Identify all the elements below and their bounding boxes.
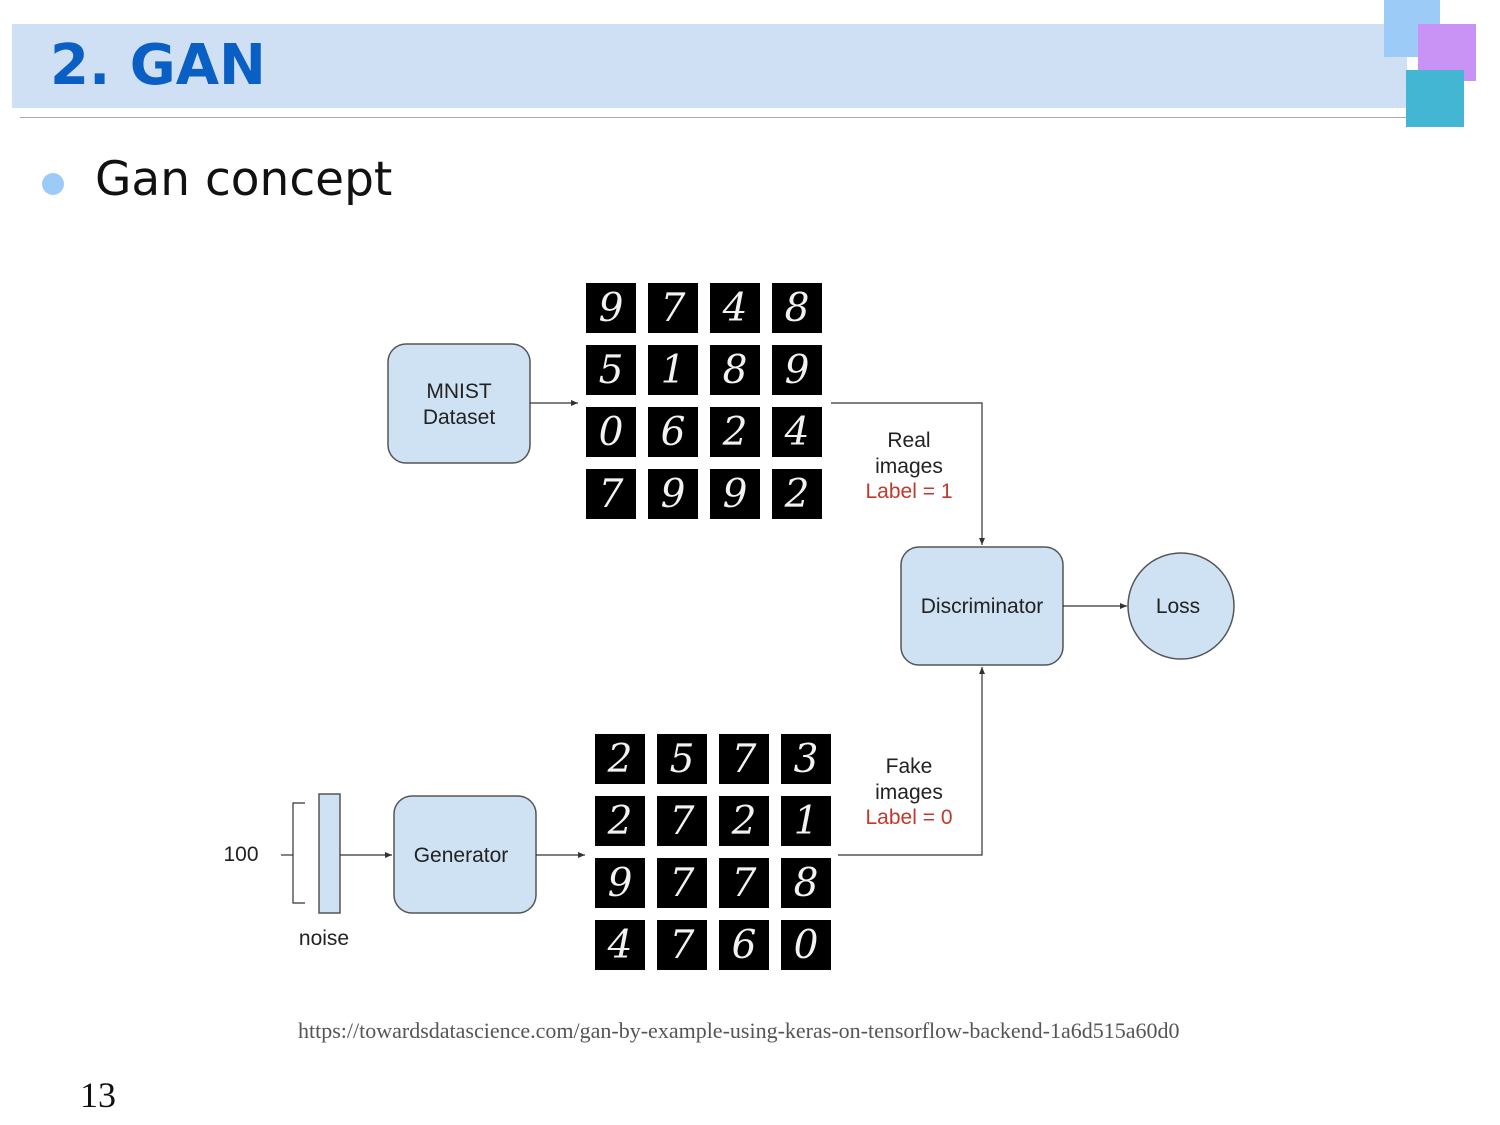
real-tile bbox=[710, 407, 760, 457]
real-digit: 1 bbox=[661, 348, 686, 393]
fake-tile bbox=[595, 734, 645, 784]
real-digit: 9 bbox=[723, 472, 748, 517]
fake-tile bbox=[781, 858, 831, 908]
fake-tile bbox=[781, 796, 831, 846]
page-number: 13 bbox=[80, 1075, 116, 1115]
fake-tile bbox=[657, 858, 707, 908]
fake-tile bbox=[719, 734, 769, 784]
real-tile bbox=[772, 407, 822, 457]
fake-digit: 1 bbox=[794, 799, 819, 844]
arrow-fake-to-discriminator bbox=[838, 667, 985, 856]
fake-images-label-line1: Fake bbox=[886, 755, 933, 778]
fake-digit: 5 bbox=[670, 737, 695, 782]
real-tile bbox=[772, 283, 822, 333]
fake-digit: 7 bbox=[670, 923, 695, 968]
dataset-label: Dataset bbox=[423, 406, 496, 429]
title-band bbox=[12, 24, 1407, 108]
fake-digit: 6 bbox=[732, 923, 757, 968]
fake-tile bbox=[719, 858, 769, 908]
fake-digit: 3 bbox=[794, 737, 819, 782]
fake-tile bbox=[657, 734, 707, 784]
real-tile bbox=[586, 345, 636, 395]
real-digit: 4 bbox=[784, 410, 810, 455]
fake-digit: 7 bbox=[732, 861, 757, 906]
fake-tile bbox=[595, 796, 645, 846]
fake-label-value: Label = 0 bbox=[866, 806, 953, 829]
real-tile bbox=[772, 469, 822, 519]
real-digit: 8 bbox=[785, 286, 810, 331]
fake-tile bbox=[781, 734, 831, 784]
bullet-text: Gan concept bbox=[95, 152, 393, 207]
fake-digit: 7 bbox=[732, 737, 757, 782]
real-digit: 4 bbox=[722, 286, 748, 331]
noise-dimension: 100 bbox=[223, 843, 258, 866]
generator-label: Generator bbox=[414, 844, 509, 867]
decor-square-teal bbox=[1406, 70, 1464, 127]
real-tile bbox=[772, 345, 822, 395]
real-digit: 7 bbox=[599, 472, 624, 517]
noise-label: noise bbox=[299, 927, 349, 950]
real-images-label-line2: images bbox=[875, 455, 943, 478]
real-label-value: Label = 1 bbox=[866, 480, 953, 503]
real-digit: 0 bbox=[599, 410, 624, 455]
fake-tile bbox=[781, 920, 831, 970]
fake-digit: 9 bbox=[608, 861, 633, 906]
real-digit: 6 bbox=[661, 410, 686, 455]
real-digit: 5 bbox=[599, 348, 624, 393]
noise-vector bbox=[318, 793, 341, 914]
real-tile bbox=[586, 407, 636, 457]
fake-tile bbox=[657, 796, 707, 846]
mnist-label: MNIST bbox=[426, 380, 492, 403]
fake-tile bbox=[657, 920, 707, 970]
fake-digit: 2 bbox=[731, 799, 757, 844]
arrow-real-to-discriminator bbox=[831, 402, 985, 545]
real-digit: 2 bbox=[722, 410, 748, 455]
real-digit: 7 bbox=[661, 286, 686, 331]
real-digit: 9 bbox=[599, 286, 624, 331]
fake-digit: 2 bbox=[607, 737, 633, 782]
mnist-dataset-box bbox=[387, 343, 531, 464]
fake-tile bbox=[595, 920, 645, 970]
real-tile bbox=[648, 283, 698, 333]
fake-digit: 0 bbox=[794, 923, 819, 968]
real-images-label-line1: Real bbox=[887, 429, 930, 452]
loss-circle bbox=[1127, 552, 1235, 660]
fake-digit: 7 bbox=[670, 799, 695, 844]
slide-title: 2. GAN bbox=[50, 33, 266, 98]
bullet-dot bbox=[42, 173, 64, 195]
real-digit: 8 bbox=[723, 348, 748, 393]
real-tile bbox=[710, 283, 760, 333]
fake-digit: 8 bbox=[794, 861, 819, 906]
real-digit: 9 bbox=[661, 472, 686, 517]
real-tile bbox=[648, 407, 698, 457]
fake-images-label-line2: images bbox=[875, 781, 943, 804]
fake-digit: 4 bbox=[607, 923, 633, 968]
fake-digit: 7 bbox=[670, 861, 695, 906]
source-url: https://towardsdatascience.com/gan-by-ex… bbox=[298, 1018, 1180, 1043]
real-digit: 9 bbox=[785, 348, 810, 393]
fake-digit: 2 bbox=[607, 799, 633, 844]
fake-tile bbox=[719, 920, 769, 970]
real-tile bbox=[648, 469, 698, 519]
real-digit: 2 bbox=[784, 472, 810, 517]
real-tile bbox=[586, 469, 636, 519]
real-tile bbox=[710, 469, 760, 519]
title-divider bbox=[20, 117, 1410, 118]
real-tile bbox=[586, 283, 636, 333]
fake-tile bbox=[595, 858, 645, 908]
noise-bracket bbox=[292, 802, 305, 904]
loss-label: Loss bbox=[1156, 595, 1200, 618]
real-tile bbox=[648, 345, 698, 395]
fake-tile bbox=[719, 796, 769, 846]
real-tile bbox=[710, 345, 760, 395]
discriminator-label: Discriminator bbox=[921, 595, 1044, 618]
